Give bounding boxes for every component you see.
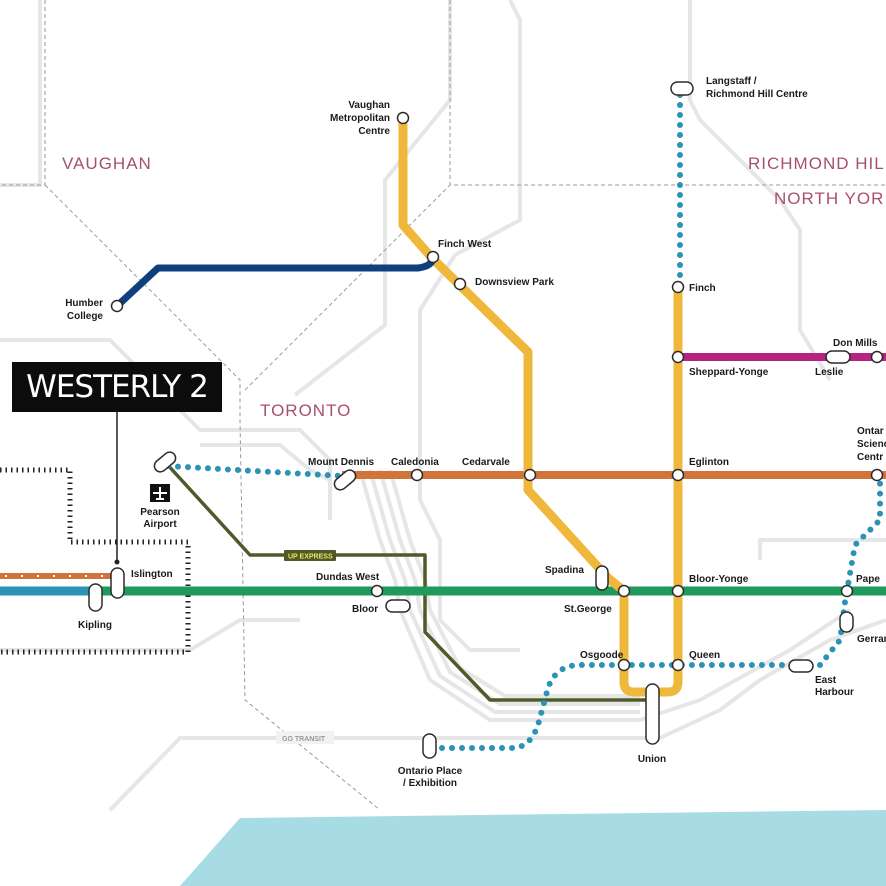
label-leslie: Leslie: [815, 367, 844, 378]
label-vaughan-mc-3: Centre: [358, 126, 390, 137]
up-express-line: [163, 460, 652, 702]
label-finch-west: Finch West: [438, 239, 492, 250]
lake-ontario: [180, 810, 886, 886]
union-station[interactable]: [645, 683, 660, 745]
pape-station[interactable]: [840, 584, 854, 598]
islington-station[interactable]: [110, 567, 125, 599]
bloor-yonge-station[interactable]: [671, 584, 685, 598]
label-bloor: Bloor: [352, 604, 378, 615]
label-finch: Finch: [689, 283, 716, 294]
kipling-station[interactable]: [88, 583, 103, 612]
label-vaughan-mc-2: Metropolitan: [330, 113, 390, 124]
east-harbour-station[interactable]: [788, 659, 814, 673]
mount-dennis-station[interactable]: [332, 468, 358, 493]
westerly-2-logo: WESTERLY 2: [12, 362, 222, 412]
humber-college-station[interactable]: [110, 299, 124, 313]
go-transit-badge: [276, 731, 334, 744]
label-ontario-sc-3: Centr: [857, 452, 883, 463]
label-eglinton: Eglinton: [689, 457, 729, 468]
station-labels: Langstaff / Richmond Hill Centre Vaughan…: [65, 76, 886, 789]
label-ontario-place: Ontario Place: [398, 766, 463, 777]
label-humber: Humber: [65, 298, 103, 309]
up-express-label: UP EXPRESS: [288, 554, 333, 561]
vaughan-mc-station[interactable]: [396, 111, 410, 125]
dundas-west-station[interactable]: [370, 584, 384, 598]
don-mills-station[interactable]: [870, 350, 884, 364]
label-mount-dennis: Mount Dennis: [308, 457, 375, 468]
airplane-icon: [150, 484, 170, 502]
go-transit-label: GO TRANSIT: [282, 736, 326, 743]
st-george-station[interactable]: [617, 584, 631, 598]
label-langstaff: Langstaff /: [706, 76, 757, 87]
queen-station[interactable]: [671, 658, 685, 672]
label-don-mills: Don Mills: [833, 338, 878, 349]
label-caledonia: Caledonia: [391, 457, 439, 468]
dotted-extensions: [165, 92, 883, 751]
eglinton-station[interactable]: [671, 468, 685, 482]
region-vaughan: VAUGHAN: [62, 154, 152, 173]
osgoode-station[interactable]: [617, 658, 631, 672]
background-roads: [0, 0, 886, 812]
label-ontario-sc-2: Scienc: [857, 439, 886, 450]
label-islington: Islington: [131, 569, 173, 580]
label-osgoode: Osgoode: [580, 650, 624, 661]
label-queen: Queen: [689, 650, 720, 661]
label-kipling: Kipling: [78, 620, 112, 631]
finch-west-station[interactable]: [426, 250, 440, 264]
label-humber-2: College: [67, 311, 104, 322]
label-pape: Pape: [856, 574, 880, 585]
brand-pointer-dot: [114, 559, 120, 565]
label-sheppard-yonge: Sheppard-Yonge: [689, 367, 769, 378]
region-richmond-hill: RICHMOND HIL: [748, 154, 885, 173]
label-langstaff-2: Richmond Hill Centre: [706, 89, 808, 100]
label-pearson: Pearson: [140, 507, 179, 518]
gerrard-station[interactable]: [839, 611, 854, 633]
station-markers: [88, 81, 884, 759]
line1-yonge-university: [398, 118, 683, 697]
region-north-york: NORTH YOR: [774, 189, 884, 208]
sheppard-yonge-station[interactable]: [671, 350, 685, 364]
label-bloor-yonge: Bloor-Yonge: [689, 574, 749, 585]
pearson-airport-station[interactable]: [152, 450, 178, 475]
leslie-station[interactable]: [825, 350, 851, 364]
dundas-west-bloor-station[interactable]: [385, 599, 411, 613]
label-st-george: St.George: [564, 604, 612, 615]
label-spadina: Spadina: [545, 565, 584, 576]
ontario-science-centre-station[interactable]: [870, 468, 884, 482]
label-gerrard: Gerrar: [857, 634, 886, 645]
ontario-place-station[interactable]: [422, 733, 437, 759]
label-dundas-west: Dundas West: [316, 572, 380, 583]
spadina-station[interactable]: [595, 565, 609, 591]
langstaff-station[interactable]: [670, 81, 694, 96]
label-ontario-sc: Ontar: [857, 426, 884, 437]
downsview-park-station[interactable]: [453, 277, 467, 291]
label-union: Union: [638, 754, 666, 765]
up-express-badge: [284, 550, 336, 561]
cedarvale-station[interactable]: [523, 468, 537, 482]
label-pearson-2: Airport: [143, 519, 177, 530]
caledonia-station[interactable]: [410, 468, 424, 482]
label-vaughan-mc: Vaughan: [348, 100, 390, 111]
finch-station[interactable]: [671, 280, 685, 294]
label-cedarvale: Cedarvale: [462, 457, 510, 468]
label-east-harbour-2: Harbour: [815, 687, 854, 698]
label-ontario-place-2: / Exhibition: [403, 778, 457, 789]
label-east-harbour: East: [815, 675, 837, 686]
region-toronto: TORONTO: [260, 401, 351, 420]
label-downsview-park: Downsview Park: [475, 277, 554, 288]
